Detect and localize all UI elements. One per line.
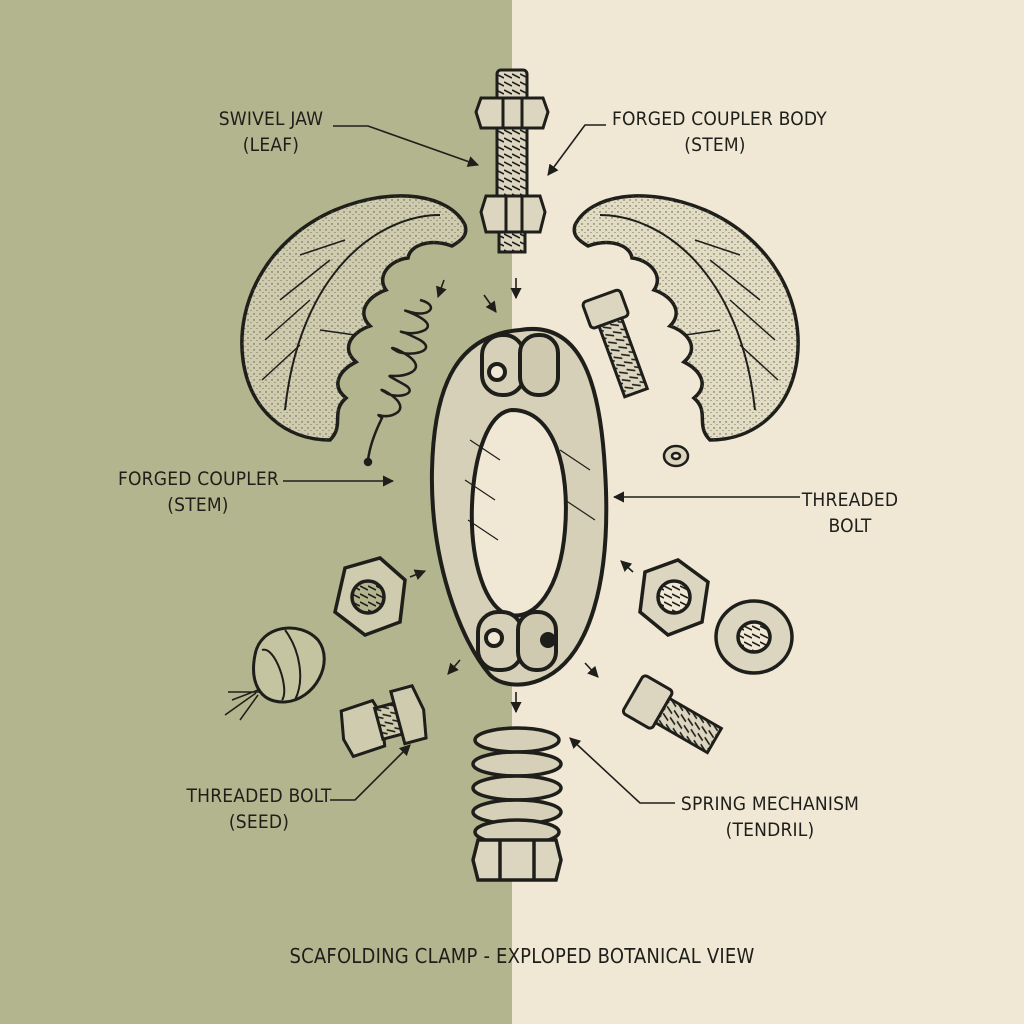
label-line: FORGED COUPLER BODY [612, 108, 827, 130]
label-line: (SEED) [228, 811, 290, 833]
label-line: BOLT [828, 515, 872, 537]
arrow-icon [409, 569, 427, 580]
right-nut-icon [638, 558, 710, 637]
left-leaf-jaw-icon [240, 194, 468, 442]
right-leaf-jaw-icon [572, 194, 800, 442]
angled-bolt-upper-icon [581, 288, 650, 399]
seed-pod-icon [224, 626, 326, 721]
small-washer-icon [662, 444, 690, 468]
label-line: SWIVEL JAW [218, 108, 324, 130]
label-swivel-jaw: SWIVEL JAW (LEAF) [216, 106, 326, 158]
label-line: THREADED BOLT [186, 785, 332, 807]
diagram-title: SCAFOLDING CLAMP - EXPLOPED BOTANICAL VI… [289, 944, 755, 968]
tendril-spring-icon [363, 298, 433, 467]
label-threaded-bolt-seed: THREADED BOLT (SEED) [186, 783, 332, 835]
forged-coupler-ring-icon [429, 326, 609, 687]
label-line: (STEM) [684, 134, 746, 156]
label-line: THREADED [801, 489, 899, 511]
leader-lines [283, 124, 800, 804]
arrow-icon [547, 124, 606, 176]
label-line: (STEM) [167, 494, 229, 516]
bottom-right-bolt-icon [621, 674, 724, 755]
arrow-icon [333, 125, 480, 167]
label-forged-coupler-body: FORGED COUPLER BODY (STEM) [612, 106, 827, 158]
top-bolt-icon [474, 68, 550, 254]
label-line: (LEAF) [242, 134, 300, 156]
ring-nut-icon [714, 599, 794, 675]
arrow-icon [483, 294, 497, 313]
arrow-icon [620, 560, 634, 573]
label-spring-mechanism: SPRING MECHANISM (TENDRIL) [678, 791, 862, 843]
arrow-icon [569, 737, 675, 804]
label-line: (TENDRIL) [725, 819, 815, 841]
arrow-icon [436, 279, 447, 299]
arrow-icon [584, 662, 599, 678]
label-line: SPRING MECHANISM [680, 793, 860, 815]
label-forged-coupler: FORGED COUPLER (STEM) [118, 466, 280, 518]
arrow-icon [447, 659, 461, 675]
arrow-icon [330, 744, 411, 801]
coil-spring-icon [471, 726, 563, 882]
label-line: FORGED COUPLER [118, 468, 280, 490]
left-nut-icon [333, 556, 407, 637]
left-panel-background [0, 0, 512, 1024]
label-threaded-bolt-right: THREADED BOLT [800, 487, 900, 539]
bottom-left-bolt-icon [339, 684, 428, 759]
